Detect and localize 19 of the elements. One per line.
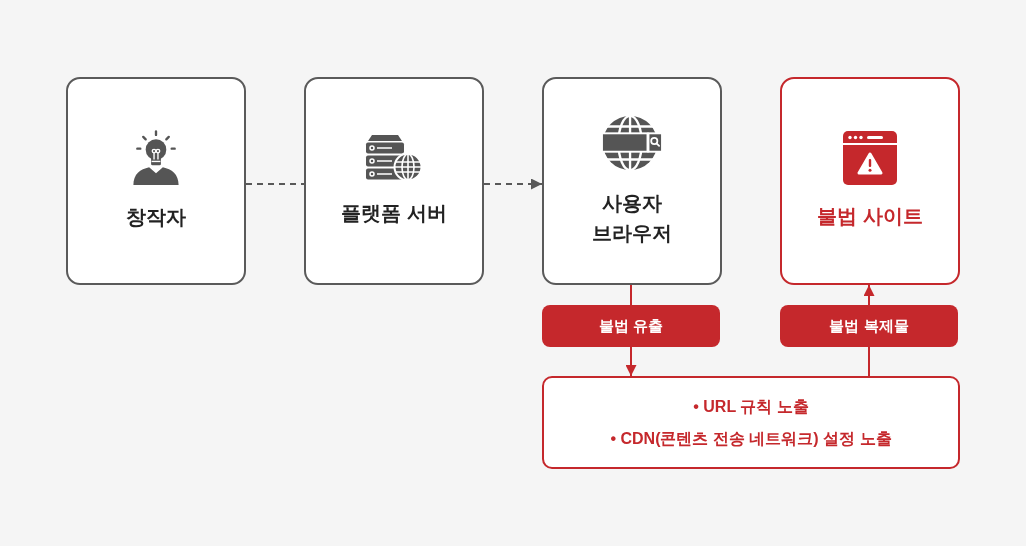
connector-line [245, 183, 305, 185]
connector-line [868, 346, 870, 377]
node-title: 사용자 브라우저 [591, 191, 673, 246]
bullet-item: • URL 규칙 노출 [693, 396, 809, 417]
process-box [304, 77, 484, 285]
process-box [780, 77, 960, 285]
note-box [542, 376, 960, 469]
arrow [483, 178, 543, 190]
arrow [625, 346, 637, 377]
node-title: 플랫폼 서버 [341, 201, 447, 226]
label-tag: 불법 유출 [542, 305, 720, 347]
node-title: 창작자 [126, 205, 186, 230]
bullet-item: • CDN(콘텐츠 전송 네트워크) 설정 노출 [610, 428, 892, 449]
arrow [863, 284, 875, 306]
process-box [542, 77, 722, 285]
process-box [66, 77, 246, 285]
connector-line [630, 284, 632, 306]
label-tag: 불법 복제물 [780, 305, 958, 347]
node-title: 불법 사이트 [817, 204, 923, 229]
